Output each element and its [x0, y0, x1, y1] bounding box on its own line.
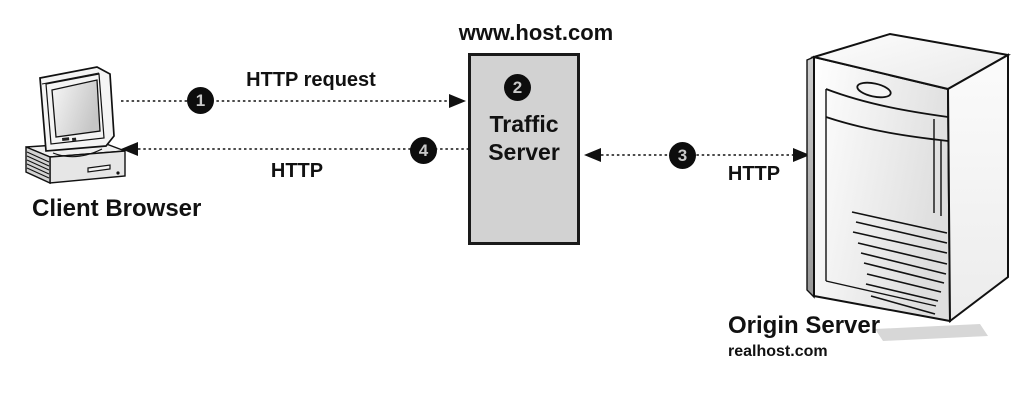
flow-proxy-origin-line [584, 148, 810, 162]
client-computer-illustration [25, 66, 126, 185]
monitor-button-icon [62, 137, 70, 141]
computer-base [25, 141, 126, 185]
monitor-screen [51, 79, 101, 138]
flow-response-to-client-line [121, 142, 468, 156]
arrowhead-right-icon [793, 148, 810, 162]
traffic-server-name: Traffic Server [468, 110, 580, 166]
base-grill-lines [26, 151, 50, 179]
server-handle-icon [856, 81, 892, 99]
arrowhead-left-icon [584, 148, 601, 162]
server-ground-shadow [875, 324, 988, 341]
server-right-face [946, 53, 1009, 324]
server-vent-lines [851, 211, 948, 315]
proxy-hostname-label: www.host.com [458, 20, 614, 45]
step-badge-3: 3 [669, 142, 696, 169]
monitor [39, 66, 115, 152]
origin-server-illustration [806, 32, 1011, 341]
server-left-edge [806, 55, 815, 299]
origin-hostname-label: realhost.com [728, 343, 828, 360]
arrowhead-right-icon [449, 94, 466, 108]
http-response-label: HTTP [270, 160, 324, 182]
monitor-button-icon [72, 137, 77, 141]
monitor-bezel [45, 73, 105, 145]
http-request-label: HTTP request [246, 69, 376, 91]
client-browser-label: Client Browser [32, 195, 202, 222]
floppy-slot-icon [87, 164, 111, 173]
flow-request-to-proxy-line [121, 94, 466, 108]
server-bezel-curves [825, 88, 949, 142]
traffic-server-name-line2: Server [488, 139, 560, 165]
step-badge-4: 4 [410, 137, 437, 164]
server-panel-lines [825, 89, 942, 307]
step-badge-1: 1 [187, 87, 214, 114]
http-origin-label: HTTP [727, 163, 781, 185]
traffic-server-name-line1: Traffic [489, 111, 559, 137]
origin-server-label: Origin Server [728, 312, 881, 339]
base-shadow-curve [52, 148, 103, 158]
arrowhead-left-icon [121, 142, 138, 156]
power-led-icon [116, 171, 120, 175]
step-badge-2: 2 [504, 74, 531, 101]
